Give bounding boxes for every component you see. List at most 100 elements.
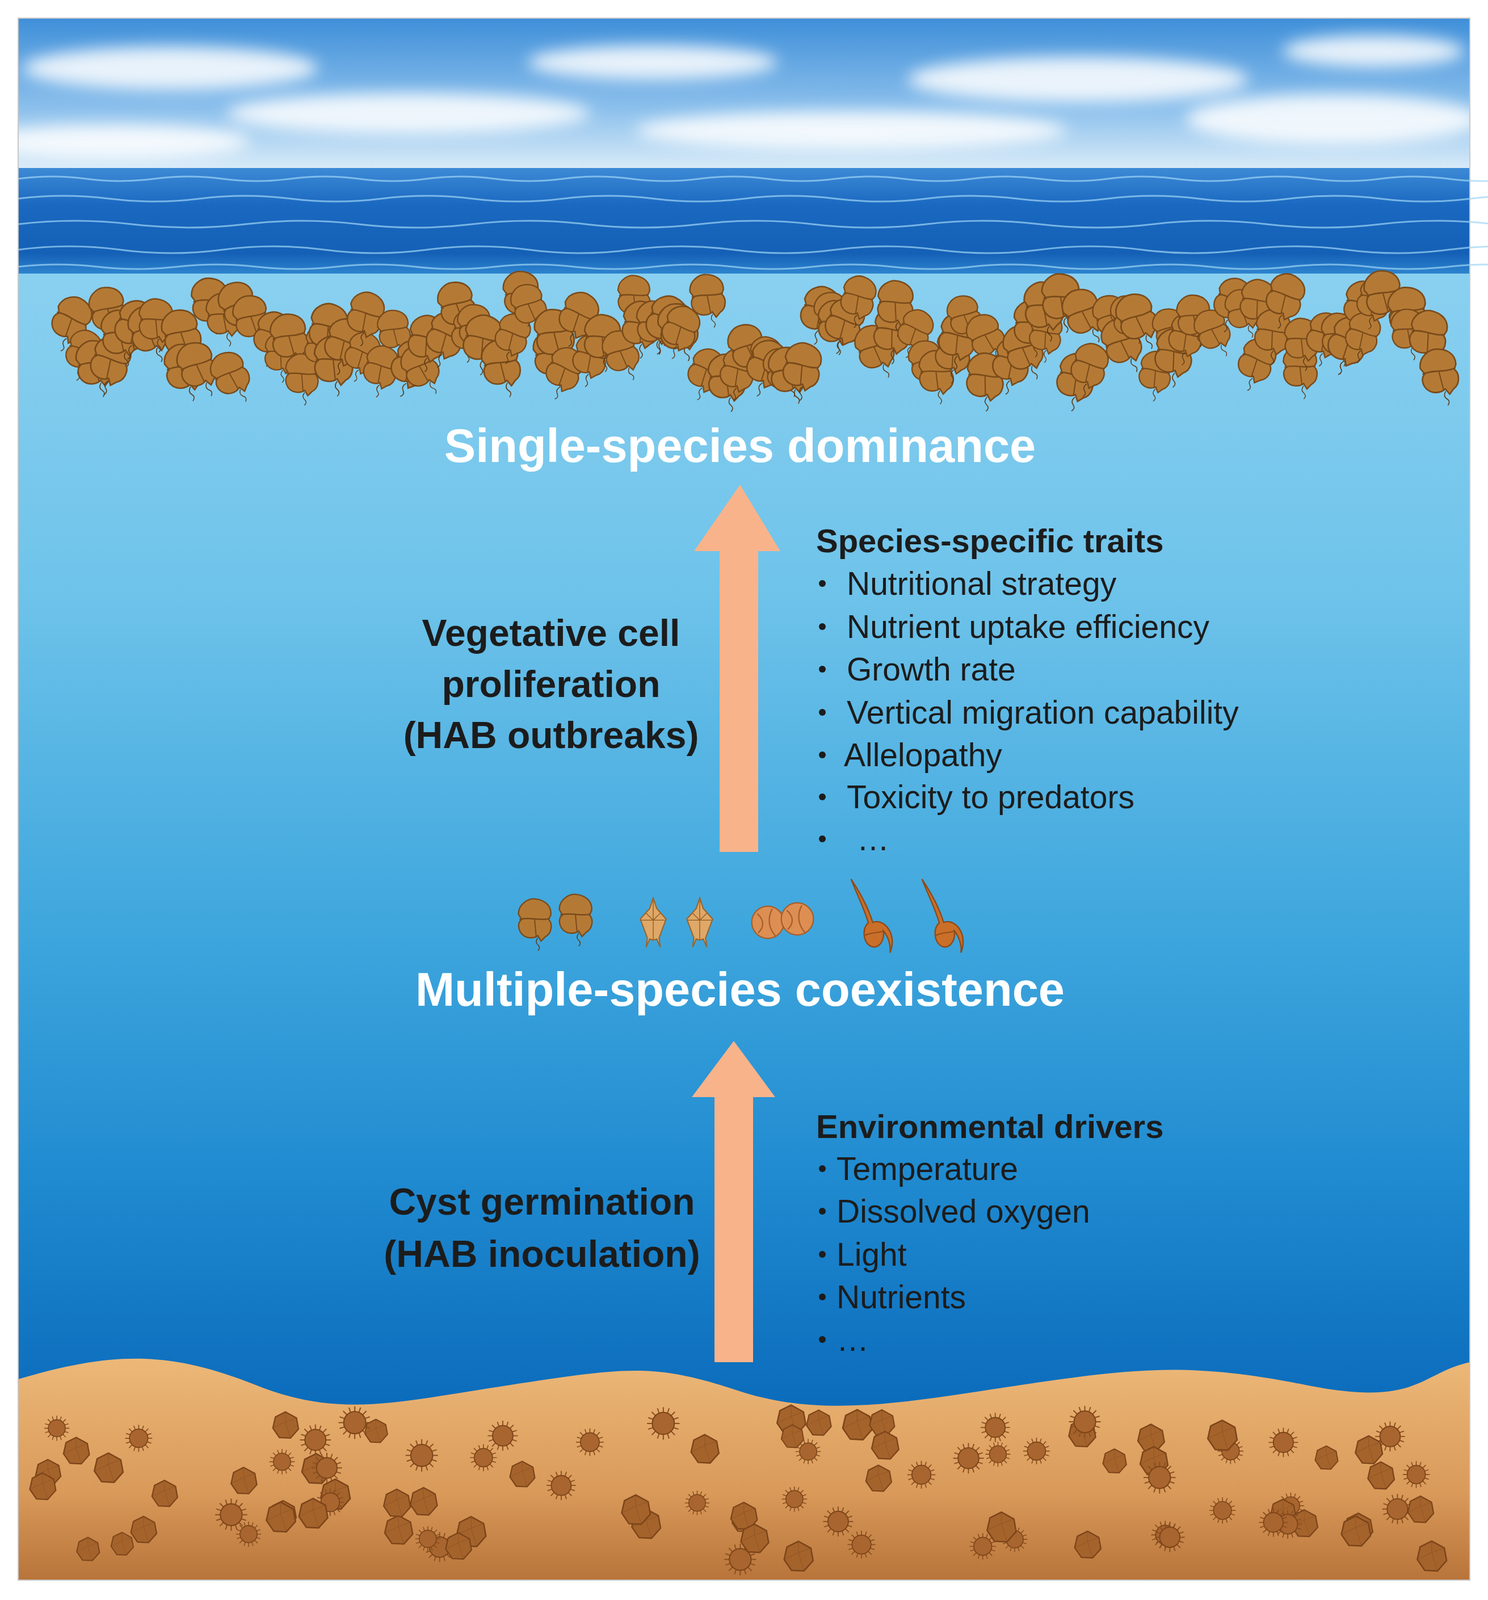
cyst <box>338 1406 371 1439</box>
bullet-dot <box>818 1250 826 1258</box>
water-column <box>18 273 1470 1409</box>
cyst <box>272 1411 299 1439</box>
list-item: Dissolved oxygen <box>836 1191 1091 1231</box>
clouds <box>0 35 1482 159</box>
cyst <box>822 1506 853 1537</box>
cyst <box>405 1439 439 1472</box>
cyst <box>781 1424 804 1448</box>
ceratium-cell <box>851 879 893 953</box>
cyst <box>1355 1435 1383 1464</box>
cyst <box>866 1464 892 1491</box>
cyst <box>1154 1522 1185 1552</box>
bullet-dot <box>818 665 826 673</box>
cyst <box>76 1537 100 1561</box>
cyst <box>1402 1460 1430 1488</box>
list-item: Light <box>836 1234 907 1275</box>
cyst <box>152 1480 178 1507</box>
bullet-dot <box>818 835 826 843</box>
list-heading: Environmental drivers <box>816 1106 1164 1147</box>
cyst <box>131 1516 157 1543</box>
dino-cell <box>834 272 880 331</box>
cyst <box>741 1523 769 1553</box>
list-item: Nutrients <box>836 1276 966 1317</box>
process-label: Vegetative cell proliferation (HAB outbr… <box>396 607 706 761</box>
cyst <box>487 1420 518 1451</box>
bullet-dot <box>818 1165 826 1172</box>
cyst <box>266 1502 296 1532</box>
cyst <box>311 1452 342 1483</box>
cyst <box>985 1441 1011 1467</box>
dino-cell <box>778 339 825 403</box>
cyst <box>1143 1461 1176 1494</box>
cyst <box>44 1415 70 1441</box>
cyst-bank <box>29 1405 1447 1576</box>
bullet-dot <box>818 1207 826 1215</box>
dino-cell <box>1063 339 1113 401</box>
cyst <box>969 1532 996 1560</box>
cyst <box>383 1489 411 1517</box>
cyst <box>691 1434 720 1464</box>
bullet-dot <box>818 623 826 630</box>
sediment <box>18 1358 1470 1580</box>
cyst <box>236 1521 262 1548</box>
cyst <box>300 1424 332 1456</box>
cyst <box>125 1424 153 1452</box>
wave-lines <box>18 176 1488 269</box>
cyst <box>546 1470 577 1500</box>
list-item: Toxicity to predators <box>846 776 1135 817</box>
cyst <box>1102 1448 1126 1473</box>
dino-cell <box>1417 346 1463 409</box>
list-heading: Species-specific traits <box>816 520 1164 561</box>
cyst <box>63 1437 90 1465</box>
cyst <box>1258 1507 1288 1537</box>
list-item: Nutrient uptake efficiency <box>846 606 1210 647</box>
cyst <box>29 1472 56 1500</box>
bullet-dot <box>818 793 826 801</box>
cyst <box>445 1532 472 1559</box>
cyst <box>953 1442 985 1474</box>
list-item: Vertical migration capability <box>846 692 1239 733</box>
cyst <box>510 1461 536 1487</box>
cyst <box>1268 1427 1298 1457</box>
list-item: Nutritional strategy <box>846 563 1117 604</box>
cyst <box>842 1409 873 1440</box>
bullet-dot <box>818 751 826 759</box>
cyst <box>782 1486 808 1512</box>
cyst <box>269 1448 296 1475</box>
cyst <box>230 1467 257 1494</box>
cyst <box>1023 1437 1050 1465</box>
cyst <box>1314 1446 1338 1470</box>
cyst <box>847 1530 876 1559</box>
up-arrow <box>691 1040 776 1363</box>
cyst <box>1407 1495 1434 1523</box>
dino-cell <box>559 894 593 947</box>
cyst <box>1417 1540 1447 1571</box>
dino-cell <box>518 898 552 951</box>
bullet-dot <box>818 708 826 716</box>
process-label: Cyst germination (HAB inoculation) <box>371 1175 713 1280</box>
cyst <box>784 1541 814 1571</box>
frame <box>18 18 1470 1580</box>
cyst <box>215 1498 248 1531</box>
bloom-cells <box>41 267 1463 415</box>
round-cell <box>781 902 814 936</box>
up-arrow <box>694 484 781 852</box>
mixed-cells <box>518 879 964 953</box>
cyst <box>869 1409 895 1436</box>
cyst <box>621 1494 651 1525</box>
cyst <box>806 1409 831 1435</box>
cyst <box>576 1427 604 1456</box>
list-item: Allelopathy <box>843 734 1003 775</box>
round-cell <box>751 906 785 939</box>
cyst <box>684 1490 710 1515</box>
bullet-dot <box>818 1293 826 1301</box>
cyst <box>384 1515 413 1544</box>
cyst <box>414 1526 441 1552</box>
cyst <box>646 1406 680 1440</box>
cyst <box>410 1487 437 1515</box>
list-item: Temperature <box>836 1148 1019 1189</box>
dino-cell <box>205 346 259 410</box>
